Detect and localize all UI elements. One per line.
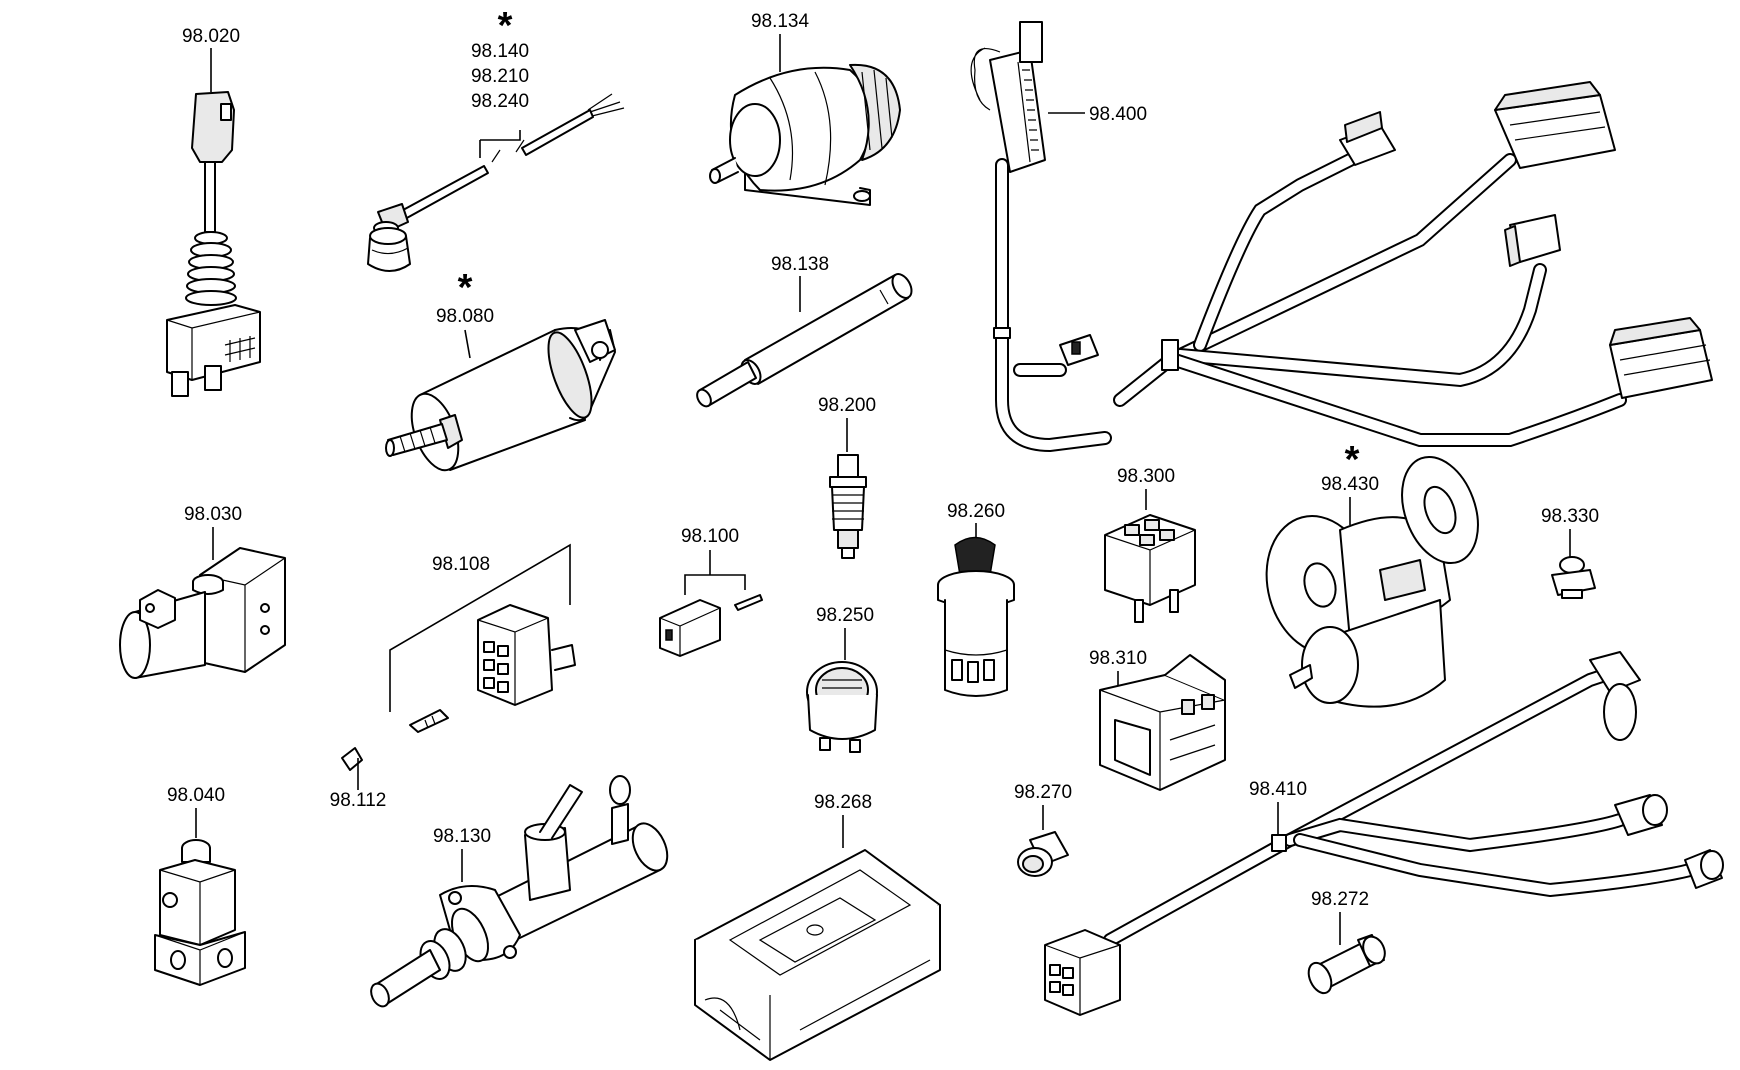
part-98-300: 98.300 <box>1104 466 1196 623</box>
asterisk-98-430: * <box>1345 439 1360 481</box>
part-98-030: 98.030 <box>119 504 286 679</box>
part-98-272: 98.272 <box>1307 889 1386 995</box>
asterisk-98-140: * <box>498 5 513 47</box>
label-98-112: 98.112 <box>330 790 387 811</box>
label-98-138: 98.138 <box>771 254 829 275</box>
part-98-268: 98.268 <box>694 792 941 1061</box>
part-98-400: 98.400 <box>970 21 1713 453</box>
label-98-300: 98.300 <box>1117 466 1175 487</box>
label-98-272: 98.272 <box>1311 889 1369 910</box>
part-98-140-group: * 98.140 98.210 98.240 <box>367 5 625 272</box>
label-98-130: 98.130 <box>433 826 491 847</box>
label-98-134: 98.134 <box>751 11 810 32</box>
label-98-268: 98.268 <box>814 792 872 813</box>
label-98-030: 98.030 <box>184 504 242 525</box>
label-98-310: 98.310 <box>1089 648 1147 669</box>
label-98-430: 98.430 <box>1321 474 1379 495</box>
label-98-200: 98.200 <box>818 395 876 416</box>
label-98-108: 98.108 <box>432 554 490 575</box>
part-98-270: 98.270 <box>1014 782 1072 877</box>
part-98-108: 98.108 <box>389 543 576 733</box>
label-98-100: 98.100 <box>681 526 739 547</box>
part-98-250: 98.250 <box>806 605 878 753</box>
part-98-100: 98.100 <box>659 526 763 657</box>
label-98-270: 98.270 <box>1014 782 1072 803</box>
part-98-020: 98.020 <box>166 26 261 397</box>
label-98-140: 98.140 <box>471 41 529 62</box>
part-98-310: 98.310 <box>1089 648 1226 791</box>
part-98-112: 98.112 <box>330 747 387 811</box>
part-98-134: 98.134 <box>709 11 901 206</box>
label-98-080: 98.080 <box>436 306 494 327</box>
part-98-410: 98.410 <box>1044 651 1724 1016</box>
part-98-200: 98.200 <box>818 395 876 559</box>
label-98-240: 98.240 <box>471 91 529 112</box>
label-98-260: 98.260 <box>947 501 1005 522</box>
part-98-138: 98.138 <box>696 254 913 408</box>
part-98-040: 98.040 <box>154 785 246 986</box>
label-98-330: 98.330 <box>1541 506 1599 527</box>
label-98-020: 98.020 <box>182 26 240 47</box>
label-98-250: 98.250 <box>816 605 874 626</box>
label-98-210: 98.210 <box>471 66 529 87</box>
asterisk-98-080: * <box>458 267 473 309</box>
label-98-410: 98.410 <box>1249 779 1307 800</box>
part-98-080: * 98.080 <box>385 267 616 472</box>
part-98-430: * 98.430 <box>1265 439 1479 708</box>
part-98-260: 98.260 <box>937 501 1015 697</box>
label-98-400: 98.400 <box>1089 104 1147 125</box>
part-98-330: 98.330 <box>1541 506 1599 599</box>
label-98-040: 98.040 <box>167 785 225 806</box>
part-98-130: 98.130 <box>370 775 669 1008</box>
